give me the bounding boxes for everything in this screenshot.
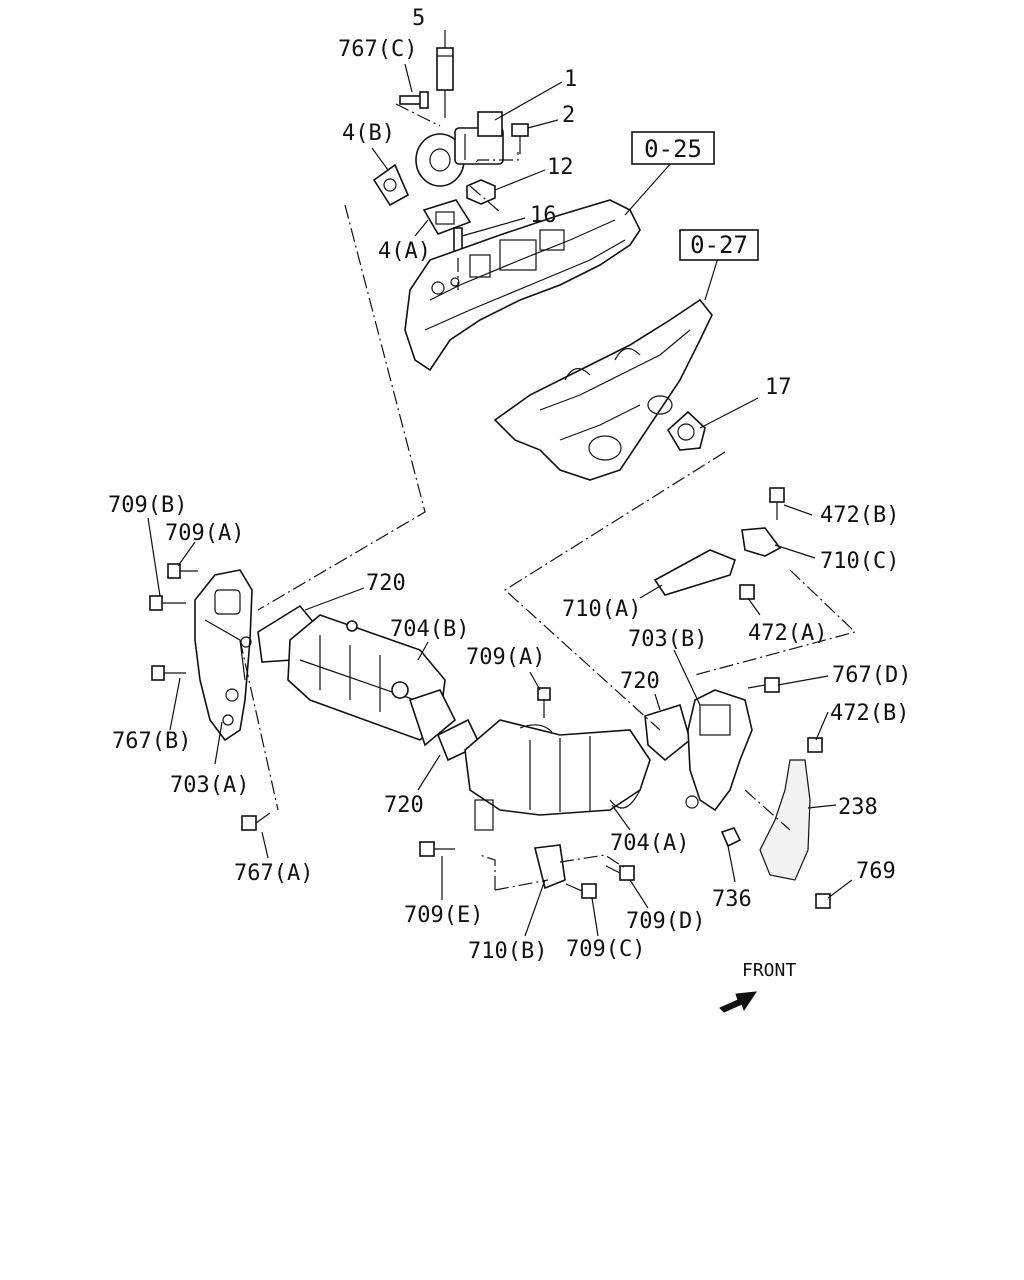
intake-manifold <box>404 199 641 372</box>
label-1: 1 <box>564 67 577 92</box>
label-720-low: 720 <box>384 793 424 818</box>
bolts-lower <box>419 677 831 909</box>
label-709a-left: 709(A) <box>165 521 244 546</box>
label-709c: 709(C) <box>566 937 645 962</box>
egr-cooler-704b <box>287 614 456 747</box>
front-indicator: FRONT <box>719 960 796 1013</box>
label-720-top: 720 <box>366 571 406 596</box>
gasket-720-mid <box>644 703 691 762</box>
label-703a: 703(A) <box>170 773 249 798</box>
label-709a-mid: 709(A) <box>466 645 545 670</box>
ref-label-0-27: 0-27 <box>690 231 748 259</box>
label-736: 736 <box>712 887 752 912</box>
label-710a: 710(A) <box>562 597 641 622</box>
bolts-left <box>149 563 271 831</box>
label-4a: 4(A) <box>378 239 431 264</box>
label-238: 238 <box>838 795 878 820</box>
ref-label-0-25: 0-25 <box>644 135 702 163</box>
ref-box-0-27: 0-27 <box>679 229 759 261</box>
label-769: 769 <box>856 859 896 884</box>
dash-lines <box>239 103 857 891</box>
label-767a: 767(A) <box>234 861 313 886</box>
label-4b: 4(B) <box>342 121 395 146</box>
label-472b-top: 472(B) <box>820 503 899 528</box>
label-709d: 709(D) <box>626 909 705 934</box>
label-704b: 704(B) <box>390 617 469 642</box>
egr-valve-assembly <box>372 47 529 259</box>
label-472b-mid: 472(B) <box>830 701 909 726</box>
leader-lines <box>147 30 853 937</box>
brackets-710 <box>653 487 785 600</box>
ref-box-0-25: 0-25 <box>631 131 715 165</box>
label-472a: 472(A) <box>748 621 827 646</box>
label-704a: 704(A) <box>610 831 689 856</box>
label-710c: 710(C) <box>820 549 899 574</box>
egr-cooler-704a <box>436 718 651 831</box>
label-709e: 709(E) <box>404 903 483 928</box>
label-703b: 703(B) <box>628 627 707 652</box>
label-767b: 767(B) <box>112 729 191 754</box>
gasket-17 <box>666 410 706 451</box>
label-12: 12 <box>547 155 574 180</box>
label-720-mid: 720 <box>620 669 660 694</box>
label-709b: 709(B) <box>108 493 187 518</box>
heat-shield-238 <box>759 759 811 881</box>
label-710b: 710(B) <box>468 939 547 964</box>
label-2: 2 <box>562 103 575 128</box>
label-5: 5 <box>412 6 425 31</box>
bracket-703a <box>194 569 253 742</box>
label-16: 16 <box>530 203 557 228</box>
bracket-703b <box>685 689 753 812</box>
label-767d: 767(D) <box>832 663 911 688</box>
front-label: FRONT <box>742 960 796 981</box>
front-arrow-icon <box>719 991 758 1013</box>
exhaust-manifold <box>493 298 713 481</box>
label-767c: 767(C) <box>338 37 417 62</box>
label-17: 17 <box>765 375 792 400</box>
part-labels: 5 767(C) 1 2 4(B) 12 16 4(A) 17 709(B) 7… <box>108 6 911 964</box>
